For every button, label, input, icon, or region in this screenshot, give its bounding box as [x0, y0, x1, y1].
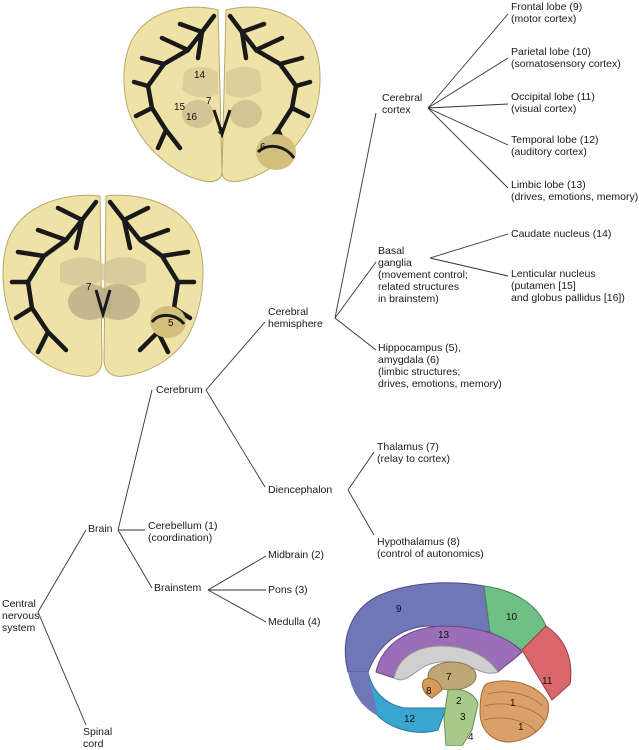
node-hippocampus-amygdala: Hippocampus (5), amygdala (6) (limbic st… [378, 342, 502, 390]
edge-diencephalon-thalamus [347, 451, 375, 491]
node-lenticular-nucleus: Lenticular nucleus (putamen [15] and glo… [511, 268, 625, 304]
section-top-label-16: 16 [186, 112, 198, 123]
edge-cortex-occipital [427, 103, 509, 109]
node-brain: Brain [88, 523, 113, 535]
coronal-section-top-image: 14 7 15 16 8 6 [123, 6, 321, 183]
edge-diencephalon-hypothalamus [347, 489, 375, 536]
section-top-label-15: 15 [174, 102, 186, 113]
edge-basal-caudate [429, 233, 509, 259]
sagittal-label-1b: 1 [518, 722, 524, 733]
node-caudate-nucleus: Caudate nucleus (14) [511, 228, 612, 240]
sagittal-label-7: 7 [446, 672, 452, 683]
section-top-label-8: 8 [218, 126, 224, 137]
sagittal-label-9: 9 [396, 604, 402, 615]
sagittal-label-4: 4 [468, 732, 474, 743]
node-cerebral-hemisphere: Cerebral hemisphere [268, 306, 323, 330]
edge-cerebrum-diencephalon [205, 389, 266, 488]
sagittal-label-1a: 1 [510, 698, 516, 709]
coronal-section-middle-image: 7 5 [2, 194, 204, 377]
sagittal-label-2: 2 [456, 696, 462, 707]
sagittal-label-13: 13 [438, 630, 450, 641]
node-pons: Pons (3) [268, 584, 308, 596]
edge-hemisphere-cortex [334, 112, 377, 319]
node-diencephalon: Diencephalon [268, 484, 333, 496]
edge-cortex-temporal [427, 107, 509, 146]
node-basal-ganglia: Basal ganglia (movement control; related… [378, 245, 468, 305]
section-middle-label-7: 7 [86, 282, 92, 293]
sagittal-label-8: 8 [426, 686, 432, 697]
node-limbic-lobe: Limbic lobe (13) (drives, emotions, memo… [511, 179, 639, 203]
edge-hemisphere-basal-ganglia [334, 261, 377, 319]
edge-brain-cerebrum [117, 389, 153, 531]
node-frontal-lobe: Frontal lobe (9) (motor cortex) [511, 1, 583, 25]
section-top-label-7: 7 [206, 96, 212, 107]
section-middle-label-5: 5 [168, 318, 174, 329]
edge-cerebrum-hemisphere [205, 321, 266, 391]
edge-brainstem-medulla [207, 589, 267, 623]
node-hypothalamus: Hypothalamus (8) (control of autonomics) [377, 536, 484, 560]
node-brainstem: Brainstem [154, 582, 202, 594]
node-cerebellum: Cerebellum (1) (coordination) [148, 520, 218, 544]
node-occipital-lobe: Occipital lobe (11) (visual cortex) [511, 91, 595, 115]
section-top-label-6: 6 [260, 142, 266, 153]
sagittal-label-10: 10 [506, 612, 518, 623]
edge-brain-brainstem [117, 529, 153, 589]
edge-cortex-frontal [427, 13, 509, 109]
node-cerebrum: Cerebrum [156, 384, 203, 396]
node-central-nervous-system: Central nervous system [2, 598, 40, 634]
sagittal-label-11: 11 [542, 676, 553, 687]
edge-hemisphere-hippocampus [334, 317, 377, 351]
edge-cortex-parietal [427, 57, 509, 109]
sagittal-label-3: 3 [460, 712, 466, 723]
edge-basal-lenticular [429, 257, 509, 277]
node-midbrain: Midbrain (2) [268, 549, 325, 561]
node-medulla: Medulla (4) [268, 616, 321, 628]
section-top-label-14: 14 [194, 70, 206, 81]
sagittal-label-12: 12 [404, 714, 416, 725]
sagittal-brain-image: 9 10 13 7 8 2 3 11 1 1 12 4 [344, 582, 572, 746]
edge-cns-brain [37, 529, 87, 613]
edge-cns-spinal-cord [37, 611, 87, 726]
node-parietal-lobe: Parietal lobe (10) (somatosensory cortex… [511, 46, 621, 70]
node-thalamus: Thalamus (7) (relay to cortex) [377, 441, 450, 465]
node-spinal-cord: Spinal cord [83, 726, 113, 750]
node-cerebral-cortex: Cerebral cortex [382, 92, 423, 116]
node-temporal-lobe: Temporal lobe (12) (auditory cortex) [511, 134, 599, 158]
edge-cortex-limbic [427, 107, 509, 189]
edge-brainstem-midbrain [207, 555, 267, 591]
